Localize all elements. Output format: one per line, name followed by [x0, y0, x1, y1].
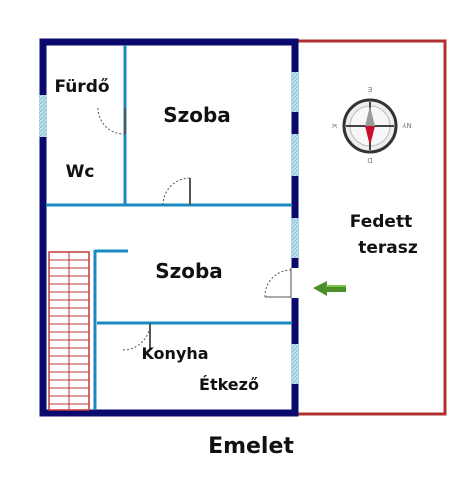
- label-room-top: Szoba: [163, 103, 231, 127]
- compass-north: É: [368, 85, 372, 94]
- label-kitchen: Konyha: [141, 344, 208, 363]
- label-dining: Étkező: [199, 375, 259, 394]
- window-right-top-1: [291, 72, 299, 112]
- window-right-top-2: [291, 134, 299, 176]
- stairs-icon: [48, 251, 90, 411]
- entrance-arrow-icon: [313, 281, 346, 296]
- compass-needle: [365, 126, 375, 146]
- label-bathroom: Fürdő: [54, 77, 109, 97]
- label-terrace-1: Fedett: [350, 212, 412, 232]
- entrance-door: [291, 268, 299, 298]
- compass-icon: É D K NY: [330, 85, 412, 164]
- window-left-bathroom: [39, 95, 47, 137]
- door-swing-icon: [97, 107, 292, 351]
- label-room-middle: Szoba: [155, 259, 223, 283]
- label-terrace-2: terasz: [358, 238, 418, 258]
- window-right-middle: [291, 218, 299, 258]
- compass-west: K: [330, 124, 338, 129]
- label-wc: Wc: [66, 162, 95, 182]
- window-right-kitchen: [291, 344, 299, 384]
- compass-east: NY: [402, 121, 412, 129]
- floor-title: Emelet: [208, 434, 294, 459]
- compass-south: D: [367, 156, 372, 164]
